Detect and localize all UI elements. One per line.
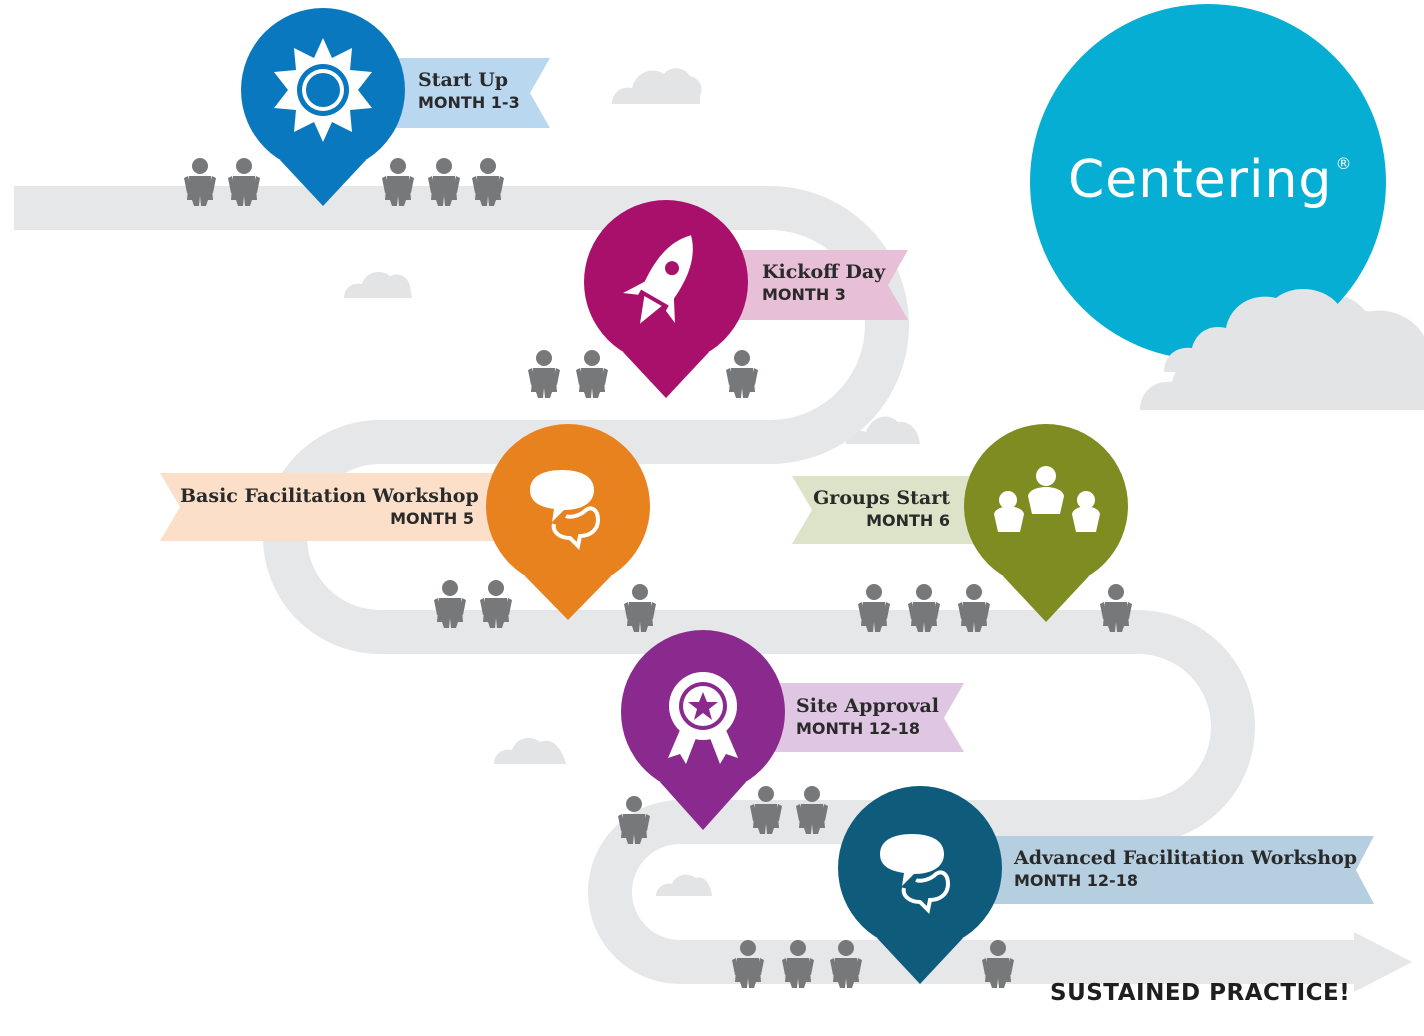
ribbon-basic-facilitation	[160, 473, 540, 541]
milestone-title: Kickoff Day	[762, 261, 886, 283]
milestone-month: MONTH 12-18	[1014, 871, 1138, 890]
logo-cloud	[1164, 288, 1392, 372]
logo-text: Centering	[1068, 150, 1333, 210]
milestone-kickoff-day: Kickoff Day MONTH 3	[762, 260, 885, 306]
milestone-title: Advanced Facilitation Workshop	[1014, 847, 1358, 869]
winding-road	[14, 186, 1360, 984]
pin-groups-start	[964, 424, 1128, 622]
ribbon-groups-start	[792, 476, 1010, 544]
pin-site-approval	[621, 630, 785, 830]
road-arrowhead	[1354, 932, 1412, 992]
cloud-shape	[494, 737, 566, 764]
person-icon	[726, 350, 758, 398]
milestone-site-approval: Site Approval MONTH 12-18	[796, 694, 939, 740]
milestone-title: Groups Start	[813, 487, 950, 509]
milestone-title: Basic Facilitation Workshop	[180, 485, 479, 507]
cloud-shape	[612, 68, 702, 104]
pin-kickoff-day	[584, 200, 748, 398]
cloud-shape	[846, 416, 920, 444]
pin-basic-facilitation	[486, 424, 650, 620]
milestone-title: Start Up	[418, 69, 509, 91]
milestone-groups-start: Groups Start MONTH 6	[800, 486, 950, 532]
award-ribbon-icon	[668, 672, 738, 764]
ribbon-advanced-facilitation	[960, 836, 1374, 904]
person-icon	[528, 350, 560, 398]
group-circle-icon	[994, 466, 1100, 532]
milestone-month: MONTH 6	[866, 511, 950, 530]
pin-advanced-facilitation	[838, 786, 1002, 984]
milestone-month: MONTH 3	[762, 285, 846, 304]
cloud-shape	[344, 271, 412, 298]
person-icon	[576, 350, 608, 398]
milestone-advanced-facilitation: Advanced Facilitation Workshop MONTH 12-…	[1014, 846, 1357, 892]
milestone-month: MONTH 5	[390, 509, 474, 528]
milestone-start-up: Start Up MONTH 1-3	[418, 68, 520, 114]
sun-icon	[274, 38, 372, 142]
rocket-icon	[623, 235, 693, 324]
milestone-month: MONTH 12-18	[796, 719, 920, 738]
sustained-practice-label: SUSTAINED PRACTICE!	[1050, 980, 1351, 1006]
cloud-shape	[656, 874, 712, 896]
centering-logo: Centering®	[1068, 150, 1352, 210]
centering-logo-circle	[1030, 4, 1386, 360]
milestone-title: Site Approval	[796, 695, 939, 717]
milestone-basic-facilitation: Basic Facilitation Workshop MONTH 5	[180, 484, 479, 530]
pin-start-up	[241, 8, 405, 206]
milestone-month: MONTH 1-3	[418, 93, 520, 112]
registered-mark: ®	[1335, 154, 1353, 173]
